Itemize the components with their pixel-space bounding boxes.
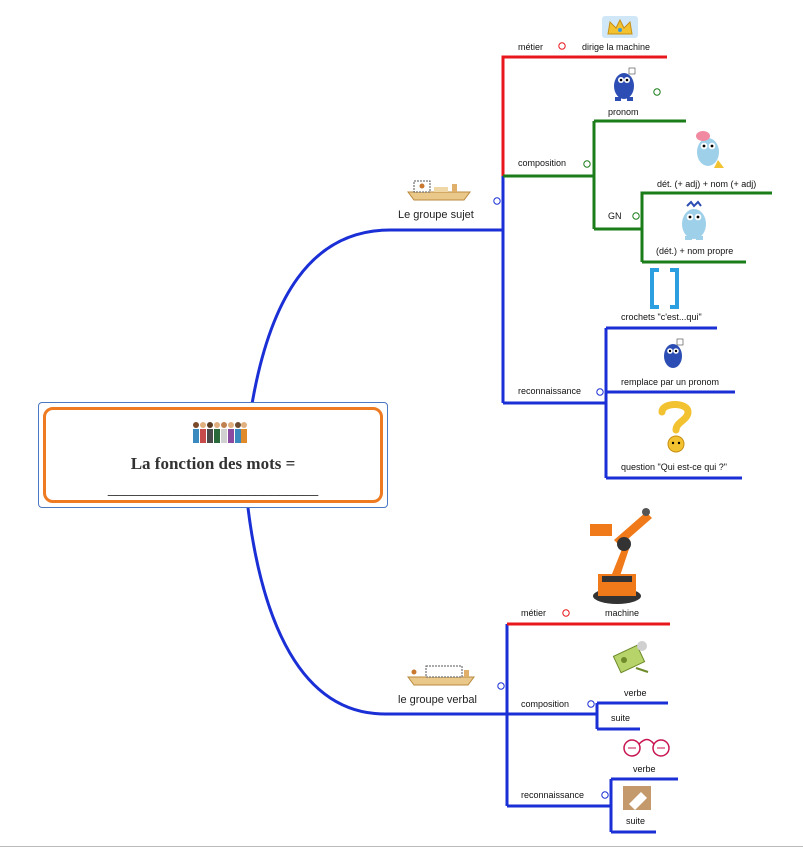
label-verbal-composition[interactable]: composition	[521, 699, 569, 709]
label-sujet-metier-value[interactable]: dirige la machine	[582, 42, 650, 52]
label-reco-item2[interactable]: remplace par un pronom	[621, 377, 719, 387]
label-verbal-reconnaissance[interactable]: reconnaissance	[521, 790, 584, 800]
label-sujet-composition[interactable]: composition	[518, 158, 566, 168]
toggle-gn[interactable]	[632, 212, 640, 220]
connector-root-sujet	[250, 228, 503, 405]
boat-sujet-icon	[407, 180, 471, 201]
pronoun-character-icon-2	[664, 338, 684, 368]
people-group-icon	[193, 422, 247, 443]
question-mark-icon	[658, 401, 692, 453]
label-gn-option1[interactable]: dét. (+ adj) + nom (+ adj)	[657, 179, 756, 189]
label-verbal-reco-item2[interactable]: suite	[626, 816, 645, 826]
toggle-verbal[interactable]	[497, 682, 505, 690]
toggle-pronom[interactable]	[653, 88, 661, 96]
robot-arm-icon	[590, 508, 652, 604]
brackets-icon	[650, 268, 679, 309]
proper-noun-character-icon	[682, 200, 706, 240]
recognition-circles-icon	[623, 738, 670, 757]
boat-verbal-icon	[407, 665, 475, 686]
label-verbal-comp-item1[interactable]: verbe	[624, 688, 647, 698]
toggle-verbal-metier[interactable]	[562, 609, 570, 617]
sujet-metier-line	[501, 55, 667, 176]
toggle-sujet-composition[interactable]	[583, 160, 591, 168]
root-blank-line: ___________________________	[107, 480, 319, 496]
label-sujet-reconnaissance[interactable]: reconnaissance	[518, 386, 581, 396]
verb-machine-icon	[612, 641, 649, 674]
label-verbal-metier[interactable]: métier	[521, 608, 546, 618]
label-sujet-metier[interactable]: métier	[518, 42, 543, 52]
toggle-sujet[interactable]	[493, 197, 501, 205]
label-sujet[interactable]: Le groupe sujet	[398, 209, 474, 221]
label-reco-item3[interactable]: question "Qui est-ce qui ?"	[621, 462, 727, 472]
root-node[interactable]: La fonction des mots = _________________…	[38, 402, 388, 508]
pronoun-character-icon	[614, 67, 636, 101]
label-verbal[interactable]: le groupe verbal	[398, 694, 477, 706]
label-gn-option2[interactable]: (dét.) + nom propre	[656, 246, 733, 256]
label-pronom[interactable]: pronom	[608, 107, 639, 117]
label-verbal-metier-value[interactable]: machine	[605, 608, 639, 618]
label-gn[interactable]: GN	[608, 211, 622, 221]
toggle-verbal-reconnaissance[interactable]	[601, 791, 609, 799]
eraser-icon	[623, 786, 651, 810]
root-node-inner: La fonction des mots = _________________…	[43, 407, 383, 503]
label-verbal-reco-item1[interactable]: verbe	[633, 764, 656, 774]
bottom-divider	[0, 846, 803, 847]
gn-character-icon	[696, 131, 724, 168]
label-verbal-comp-item2[interactable]: suite	[611, 713, 630, 723]
connector-root-verbal	[246, 507, 507, 716]
toggle-verbal-composition[interactable]	[587, 700, 595, 708]
root-title: La fonction des mots =	[130, 454, 296, 473]
crown-icon	[602, 16, 638, 38]
label-reco-item1[interactable]: crochets "c'est...qui"	[621, 312, 702, 322]
toggle-sujet-metier[interactable]	[558, 42, 566, 50]
toggle-sujet-reconnaissance[interactable]	[596, 388, 604, 396]
